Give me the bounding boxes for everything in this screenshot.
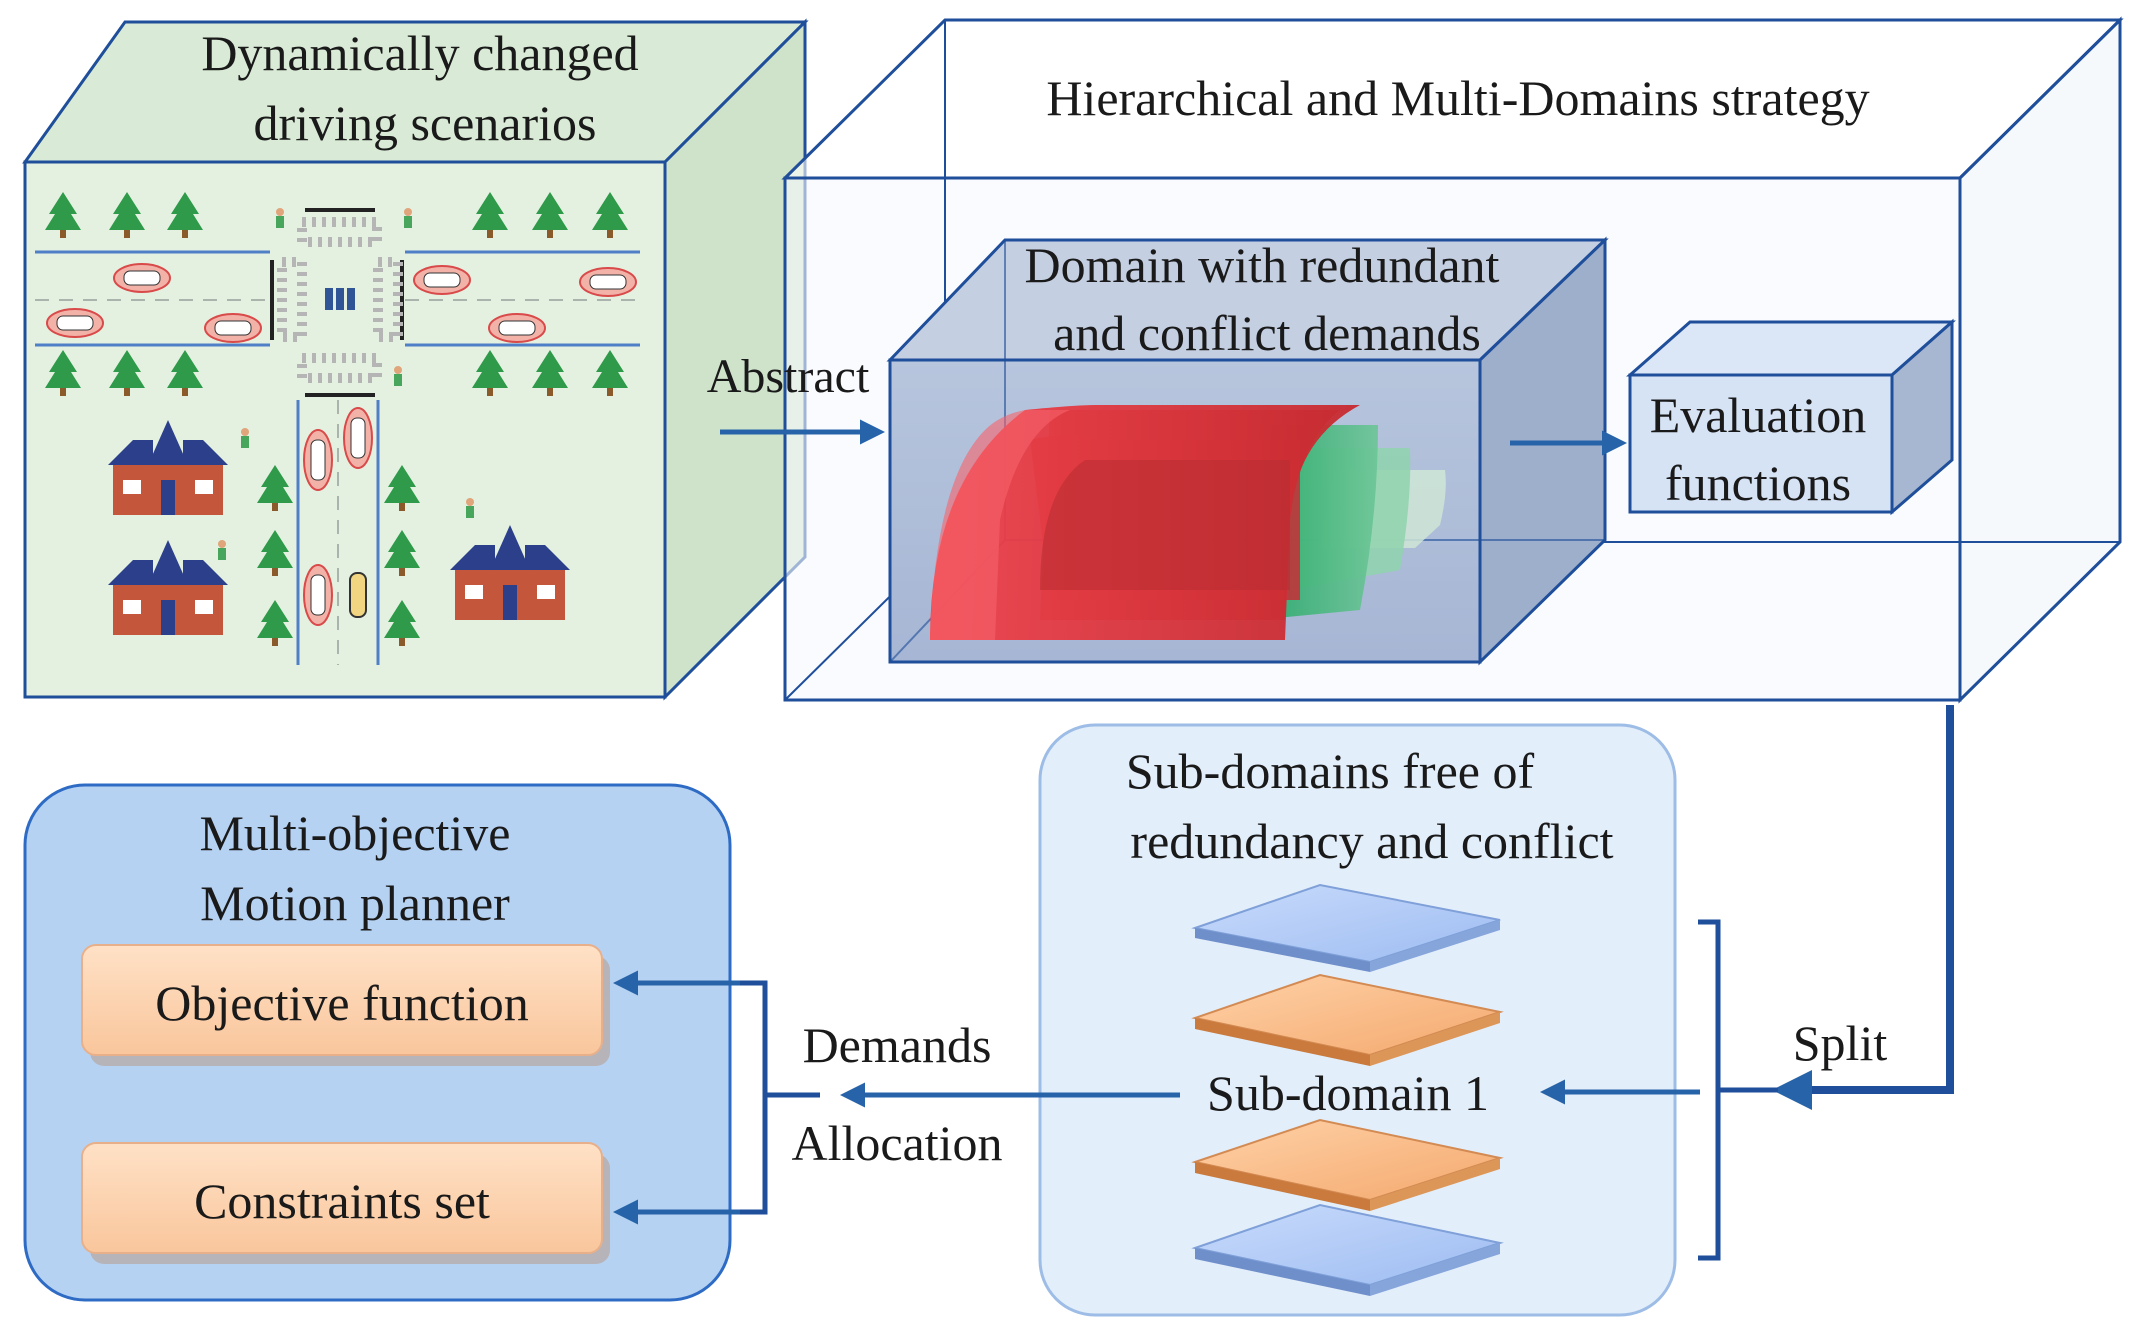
tree-icon — [167, 192, 203, 238]
planner-panel: Multi-objective Motion planner Objective… — [23, 783, 732, 1302]
split-label: Split — [1793, 1015, 1888, 1071]
tree-icon — [532, 350, 568, 396]
tree-icon — [257, 600, 293, 646]
allocation-bracket — [613, 970, 820, 1225]
domain-cube: Domain with redundant and conflict deman… — [886, 236, 1609, 666]
tree-icon — [109, 192, 145, 238]
traffic-light-icon — [325, 288, 355, 310]
car-icon — [303, 429, 333, 491]
tree-icon — [592, 350, 628, 396]
scenario-cube: Dynamically changed driving scenarios — [22, 18, 809, 701]
tree-icon — [592, 192, 628, 238]
domain-title-line2: and conflict demands — [1053, 305, 1481, 361]
pedestrian-icon — [404, 208, 412, 228]
pedestrian-icon — [241, 428, 249, 448]
subdomain-panel: Sub-domains free of redundancy and confl… — [1038, 723, 1677, 1317]
car-icon — [413, 265, 471, 295]
tree-icon — [532, 192, 568, 238]
subdomain-slab-orange-bottom — [1191, 1118, 1504, 1211]
planner-title-line1: Multi-objective — [199, 805, 510, 861]
house-icon — [108, 540, 228, 635]
split-bracket — [1698, 919, 1721, 1261]
pedestrian-icon — [276, 208, 284, 228]
tree-icon — [472, 350, 508, 396]
pedestrians — [218, 208, 474, 560]
subdomain-item-label: Sub-domain 1 — [1207, 1065, 1489, 1121]
allocation-arrow: Demands Allocation — [791, 1017, 1700, 1171]
car-icon — [113, 263, 171, 293]
subdomain-slab-orange-top — [1191, 973, 1504, 1066]
domain-title-line1: Domain with redundant — [1025, 237, 1500, 293]
tree-icon — [167, 350, 203, 396]
objective-function-label: Objective function — [155, 975, 529, 1031]
abstract-label: Abstract — [707, 350, 870, 403]
tree-icon — [45, 350, 81, 396]
car-icon — [488, 313, 546, 343]
constraints-set-box — [81, 1142, 603, 1254]
allocation-label: Allocation — [791, 1115, 1002, 1171]
tree-icon — [384, 530, 420, 576]
constraints-set-label: Constraints set — [194, 1173, 490, 1229]
subdomain-slab-blue-top — [1191, 883, 1501, 972]
pedestrian-icon — [466, 498, 474, 518]
car-icon — [204, 313, 262, 343]
ego-car-icon — [349, 572, 367, 618]
abstract-arrow: Abstract — [707, 350, 885, 445]
car-icon — [303, 564, 333, 626]
tree-icon — [257, 465, 293, 511]
tree-icon — [257, 530, 293, 576]
pedestrian-icon — [218, 540, 226, 560]
subdomain-title-line1: Sub-domains free of — [1126, 743, 1535, 799]
subdomain-title-line2: redundancy and conflict — [1130, 813, 1613, 869]
cars — [46, 263, 637, 626]
tree-icon — [384, 600, 420, 646]
house-icon — [450, 525, 570, 620]
strategy-title: Hierarchical and Multi-Domains strategy — [1046, 70, 1869, 126]
car-icon — [46, 308, 104, 338]
evaluation-line2: functions — [1665, 455, 1851, 511]
scenario-title-line1: Dynamically changed — [201, 25, 638, 81]
tree-icon — [384, 465, 420, 511]
road-network — [35, 208, 640, 665]
car-icon — [343, 407, 373, 469]
car-icon — [579, 267, 637, 297]
trees — [45, 192, 628, 646]
evaluation-line1: Evaluation — [1650, 387, 1867, 443]
house-icon — [108, 420, 228, 515]
subdomain-slab-blue-bottom — [1191, 1203, 1504, 1296]
conflict-layers-graphic — [930, 405, 1446, 640]
tree-icon — [45, 192, 81, 238]
tree-icon — [109, 350, 145, 396]
planner-title-line2: Motion planner — [200, 875, 510, 931]
houses — [108, 420, 570, 635]
evaluation-cube: Evaluation functions — [1626, 318, 1956, 516]
objective-function-box — [81, 944, 603, 1056]
demands-label: Demands — [803, 1017, 992, 1073]
scenario-title-line2: driving scenarios — [254, 95, 597, 151]
split-arrow: Split — [1698, 705, 1954, 1261]
tree-icon — [472, 192, 508, 238]
pedestrian-icon — [394, 366, 402, 386]
